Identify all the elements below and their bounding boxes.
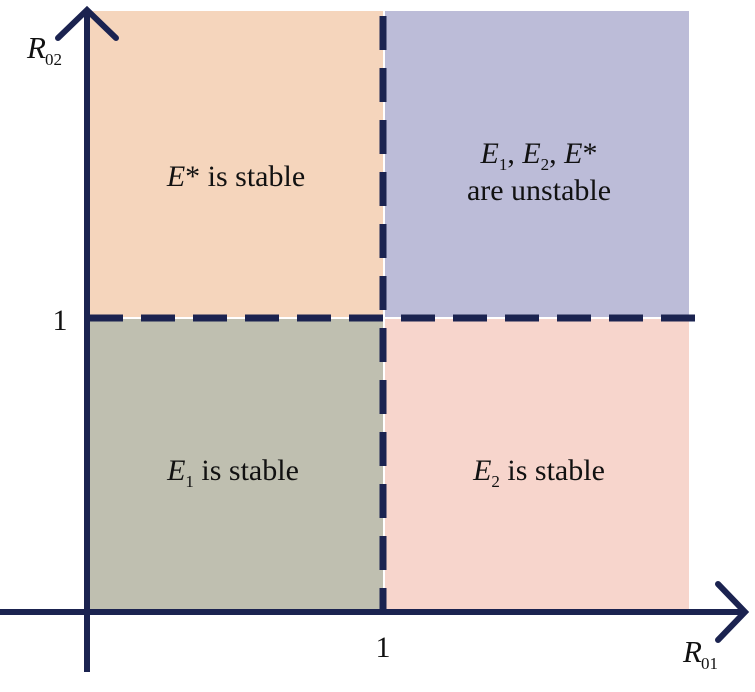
region-top-right-e3-rest: * — [582, 137, 597, 170]
region-bottom-left — [89, 319, 383, 612]
y-axis-arrowhead — [55, 5, 119, 41]
region-top-right-sep2: , — [549, 137, 564, 170]
region-bottom-right-rest: is stable — [500, 454, 605, 487]
region-top-left-label: E* is stable — [166, 160, 305, 193]
x-axis-arrowhead — [715, 581, 750, 643]
region-top-left — [89, 11, 383, 317]
region-bottom-right — [385, 319, 689, 612]
x-axis-label-main: R — [682, 634, 702, 669]
region-top-right-sep1: , — [507, 137, 522, 170]
x-tick-label: 1 — [376, 631, 391, 664]
y-tick-label: 1 — [53, 304, 68, 337]
region-top-left-rest: * is stable — [185, 160, 305, 193]
region-top-right-e3: E — [563, 137, 582, 170]
region-top-right-label-line2: are unstable — [467, 174, 611, 207]
y-axis-label: R02 — [26, 30, 62, 69]
region-bottom-left-sub: 1 — [185, 472, 194, 491]
region-bottom-right-var: E — [472, 454, 491, 487]
y-axis-label-main: R — [26, 30, 46, 65]
x-axis-label-sub: 01 — [701, 654, 718, 673]
region-bottom-right-sub: 2 — [491, 472, 500, 491]
region-top-right-e1-sub: 1 — [499, 155, 508, 174]
x-axis-label: R01 — [682, 634, 718, 673]
region-bottom-left-label: E1 is stable — [166, 454, 299, 491]
region-top-left-var: E — [166, 160, 185, 193]
y-axis-label-sub: 02 — [45, 50, 62, 69]
region-top-right — [385, 11, 689, 317]
region-bottom-right-label: E2 is stable — [472, 454, 605, 491]
region-top-right-label-line1: E1, E2, E* — [480, 137, 598, 174]
region-top-right-e2: E — [521, 137, 540, 170]
region-top-right-e2-sub: 2 — [541, 155, 550, 174]
region-bottom-left-var: E — [166, 454, 185, 487]
region-bottom-left-rest: is stable — [194, 454, 299, 487]
region-top-right-e1: E — [480, 137, 499, 170]
